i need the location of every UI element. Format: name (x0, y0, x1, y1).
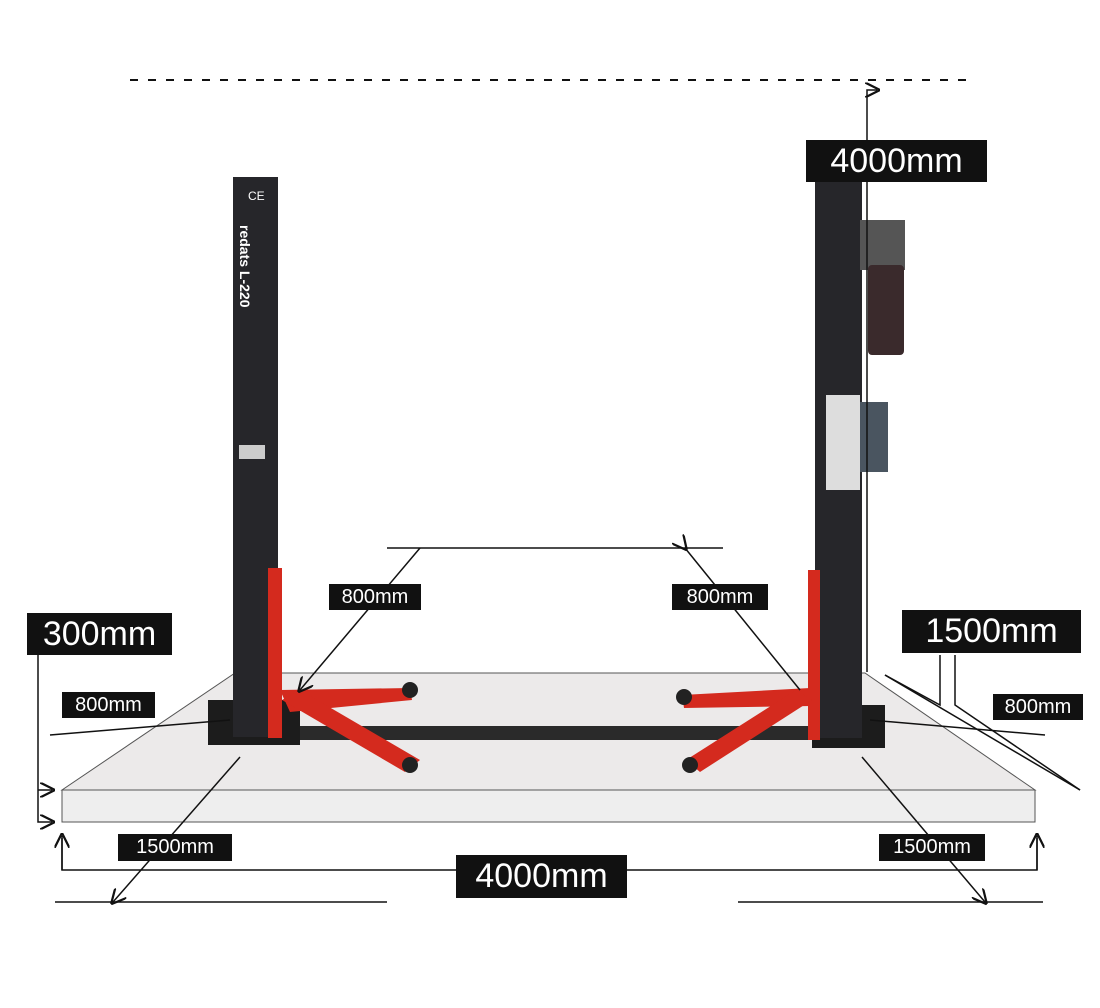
floor-crossbar (300, 726, 812, 740)
label-arm-right-upper: 800mm (672, 584, 768, 610)
label-side-left: 800mm (62, 692, 155, 718)
brand-logo: redats L-220 (237, 225, 253, 308)
label-height-total: 4000mm (806, 140, 987, 182)
left-post-sticker (239, 445, 265, 459)
label-width-total: 4000mm (456, 855, 627, 898)
label-depth-right: 1500mm (902, 610, 1081, 653)
floor-front (61, 789, 1036, 823)
label-floor-thickness: 300mm (27, 613, 172, 655)
hydraulic-tank (868, 265, 904, 355)
label-front-left: 1500mm (118, 834, 232, 861)
right-arms (676, 570, 820, 773)
control-box (860, 402, 888, 472)
label-front-right: 1500mm (879, 834, 985, 861)
warning-stickers (826, 395, 860, 490)
label-arm-left-upper: 800mm (329, 584, 421, 610)
ce-mark: CE (248, 189, 265, 203)
label-side-right: 800mm (993, 694, 1083, 720)
